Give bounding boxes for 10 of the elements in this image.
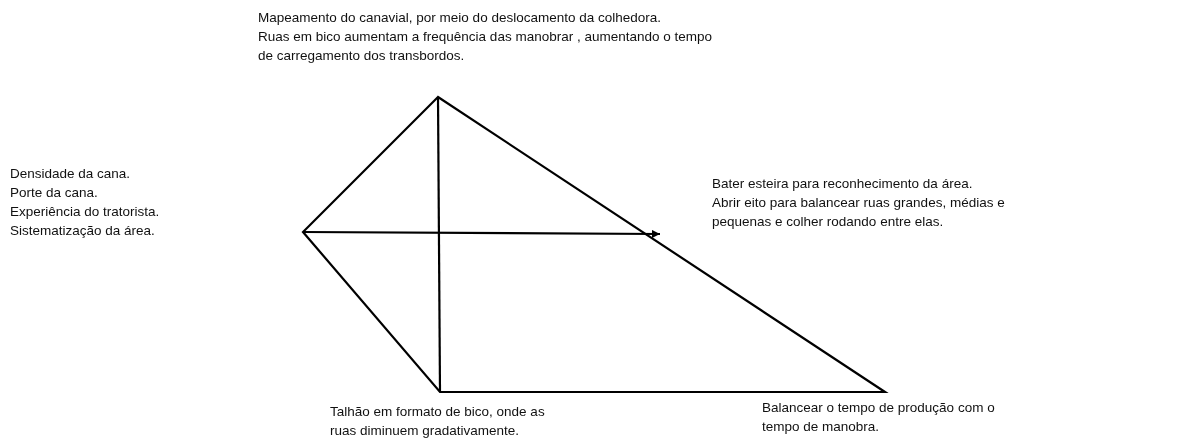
annotation-text: Ruas em bico aumentam a frequência das manobrar , aumentando o tempo de carregamento dos transbordos. bbox=[258, 28, 713, 65]
annotation-text: Bater esteira para reconhecimento da área. bbox=[712, 175, 974, 193]
cause-item: Sistematização da área. bbox=[10, 222, 156, 240]
cause-item: Experiência do tratorista. bbox=[10, 203, 161, 221]
annotation-text: Mapeamento do canavial, por meio do deslocamento da colhedora. bbox=[258, 9, 662, 27]
annotation-text: Balancear o tempo de produção com o tempo de manobra. bbox=[762, 399, 996, 436]
annotation-text: Talhão em formato de bico, onde as ruas diminuem gradativamente. bbox=[330, 403, 546, 438]
cause-item: Porte da cana. bbox=[10, 184, 99, 202]
annotation-text: Abrir eito para balancear ruas grandes, médias e pequenas e colher rodando entre elas. bbox=[712, 194, 1006, 231]
cause-item: Densidade da cana. bbox=[10, 165, 132, 183]
